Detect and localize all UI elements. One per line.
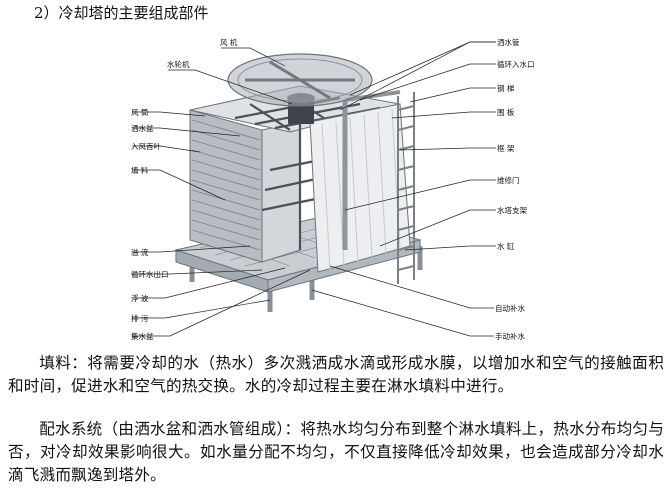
fill-paragraph: 填料：将需要冷却的水（热水）多次溅洒成水滴或形成水膜，以增加水和空气的接触面积和… [8, 352, 664, 398]
label-sprinkler-basin: 洒水盆 [131, 123, 154, 133]
label-circulating-inlet: 循环入水口 [497, 59, 535, 69]
label-water-tank: 水 缸 [497, 241, 515, 251]
label-fan-duct: 风 筒 [131, 107, 149, 117]
label-ladder: 钢 梯 [497, 83, 515, 93]
label-fill: 填 料 [131, 165, 149, 175]
label-sprinkler-pipe: 洒水管 [497, 37, 520, 47]
label-access-door: 维修门 [497, 175, 520, 185]
label-drain: 排 污 [131, 313, 149, 323]
cooling-tower-diagram: 风 机 水轮机 风 筒 洒水盆 入风百叶 填 料 溢 流 循环水出口 浮 波 排… [0, 0, 672, 345]
label-air-inlet-louver: 入风百叶 [131, 142, 161, 151]
label-frame: 框 架 [497, 143, 515, 153]
label-panel: 围 板 [497, 107, 515, 117]
label-drift: 溢 流 [131, 247, 149, 257]
label-collecting-basin: 集水盆 [131, 331, 154, 341]
label-fan: 风 机 [220, 37, 238, 47]
side-panel-shape [310, 104, 410, 272]
label-manual-makeup: 手动补水 [495, 331, 525, 341]
label-water-wheel: 水轮机 [167, 59, 190, 69]
label-float: 浮 波 [131, 293, 149, 303]
label-auto-makeup: 自动补水 [495, 303, 525, 313]
label-tower-support: 水塔支架 [497, 205, 527, 215]
label-circulating-outlet: 循环水出口 [131, 269, 169, 279]
water-distribution-paragraph: 配水系统（由洒水盆和洒水管组成）：将热水均匀分布到整个淋水填料上，热水分布均匀与… [8, 418, 664, 487]
